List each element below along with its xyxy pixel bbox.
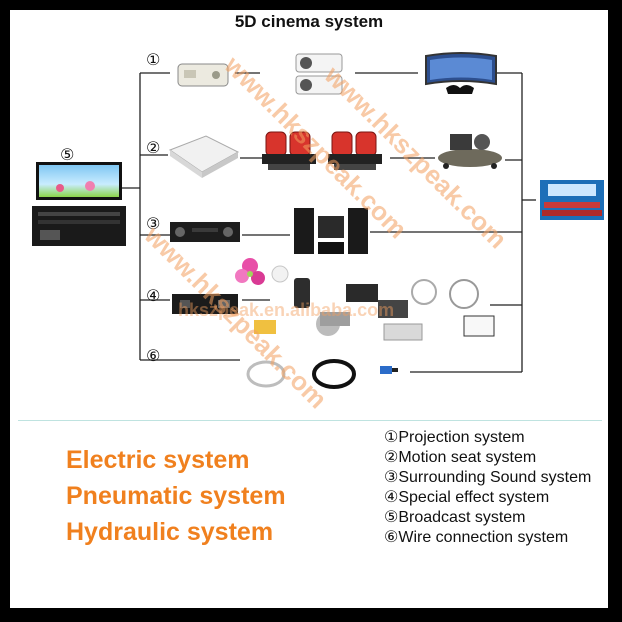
speakers-image	[294, 208, 368, 254]
projector-image	[295, 53, 343, 95]
motion-seats-image	[262, 131, 382, 170]
diagram-frame: 5D cinema system	[10, 10, 608, 608]
legend-item: ⑤Broadcast system	[384, 509, 526, 526]
label-special-effect-number: ④	[146, 286, 161, 305]
watermark-4: hkszpeak.en.alibaba.com	[178, 300, 395, 320]
label-wire-number: ⑥	[146, 346, 161, 365]
label-sound-number: ③	[146, 214, 161, 233]
special-effect-devices-image	[235, 258, 495, 341]
label-broadcast-number: ⑤	[60, 145, 75, 164]
motion-controller-box-image	[168, 135, 240, 178]
effect-controller-image	[172, 294, 238, 314]
legend: ①Projection system ②Motion seat system ③…	[384, 428, 591, 548]
system-hydraulic: Hydraulic system	[66, 518, 274, 546]
connection-wires	[110, 72, 536, 373]
legend-item: ②Motion seat system	[384, 449, 537, 466]
legend-item: ⑥Wire connection system	[384, 529, 569, 546]
legend-item: ③Surrounding Sound system	[384, 469, 592, 486]
diagram-title: 5D cinema system	[234, 12, 384, 31]
curved-screen-image	[425, 52, 497, 94]
legend-item: ④Special effect system	[384, 489, 550, 506]
label-projection-number: ①	[146, 50, 161, 69]
legend-item: ①Projection system	[384, 429, 525, 446]
broadcast-computer-image	[32, 162, 126, 246]
divider	[18, 420, 602, 421]
system-types: Electric system Pneumatic system Hydraul…	[66, 442, 286, 550]
projection-controller-image	[177, 63, 229, 87]
wire-connection-image	[246, 359, 398, 389]
system-pneumatic: Pneumatic system	[66, 482, 286, 510]
system-electric: Electric system	[66, 446, 250, 474]
label-motion-seat-number: ②	[146, 138, 161, 157]
cinema-hall-image	[540, 180, 604, 220]
air-compressor-image	[438, 134, 502, 169]
amplifier-image	[170, 222, 240, 242]
